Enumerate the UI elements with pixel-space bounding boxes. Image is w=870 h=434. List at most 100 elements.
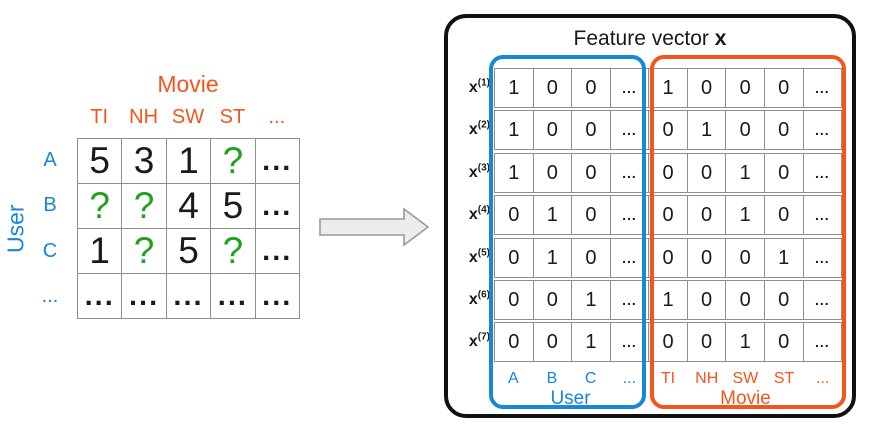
rating-cell: 4	[166, 184, 212, 229]
feature-cell: 0	[648, 239, 687, 277]
feature-cell: ...	[609, 111, 649, 149]
movie-axis-label: Movie	[157, 71, 219, 97]
user-axis-label: User	[2, 204, 29, 253]
feature-cell: ...	[609, 323, 649, 361]
movie-column-label: NH	[695, 370, 719, 387]
rating-cell: ...	[255, 274, 300, 319]
feature-vector-row-label: x(3)	[468, 162, 490, 181]
feature-cell: 0	[648, 196, 687, 234]
rating-cell: ?	[211, 139, 256, 184]
feature-cell: ...	[609, 281, 649, 319]
feature-cell: ...	[802, 281, 842, 319]
rating-cell: ?	[122, 184, 167, 229]
feature-vector-row: 0 1 0 ... 0 0 1 0 ...	[494, 195, 842, 235]
feature-cell: 0	[532, 154, 572, 192]
user-row-label: C	[42, 239, 58, 262]
user-row-label: B	[43, 194, 57, 217]
movie-column-label: TI	[660, 370, 676, 387]
feature-vector-row: 0 0 1 ... 1 0 0 0 ...	[494, 280, 842, 320]
feature-cell: ...	[609, 154, 649, 192]
feature-cell: 1	[571, 323, 610, 361]
feature-cell: 0	[571, 111, 610, 149]
feature-cell: 1	[508, 76, 520, 99]
feature-cell: 1	[532, 239, 572, 277]
feature-cell: 0	[725, 281, 764, 319]
rating-cell: ?	[211, 229, 256, 274]
feature-cell: ...	[609, 196, 649, 234]
feature-cell: 0	[763, 111, 803, 149]
feature-cell: 0	[508, 246, 520, 269]
movie-column-headers: TI NH SW ST ...	[77, 106, 299, 129]
feature-cell: 0	[763, 196, 803, 234]
feature-vector-row-label: x(1)	[468, 77, 490, 96]
feature-cell: 1	[571, 281, 610, 319]
feature-cell: ...	[802, 111, 842, 149]
movie-column-label: ST	[773, 370, 795, 387]
movie-column-header: ST	[219, 106, 246, 128]
feature-cell: 1	[508, 118, 520, 141]
feature-cell: 0	[571, 69, 610, 107]
rating-cell: ...	[255, 229, 300, 274]
feature-cell: 0	[763, 69, 803, 107]
rating-cell: ...	[78, 274, 123, 319]
feature-cell: 0	[571, 154, 610, 192]
feature-cell: 0	[763, 154, 803, 192]
feature-vector-row: 1 0 0 ... 0 1 0 0 ...	[494, 110, 842, 150]
feature-cell: ...	[802, 323, 842, 361]
rating-matrix-grid: 5 3 1 ? ... ? ? 4 5 ... 1 ? 5 ? ... ... …	[77, 138, 300, 319]
rating-cell: ...	[122, 274, 167, 319]
feature-cell: 0	[763, 281, 803, 319]
feature-cell: 0	[763, 323, 803, 361]
feature-cell: 1	[648, 281, 687, 319]
feature-cell: 1	[725, 154, 764, 192]
feature-cell: ...	[609, 69, 649, 107]
feature-vector-row-label: x(7)	[468, 331, 490, 350]
feature-cell: 0	[648, 111, 687, 149]
feature-cell: 1	[508, 161, 520, 184]
feature-cell: 0	[686, 239, 726, 277]
feature-cell: 0	[508, 330, 520, 353]
feature-vector-row: 0 1 0 ... 0 0 0 1 ...	[494, 238, 842, 278]
user-column-label: A	[508, 370, 519, 387]
feature-vector-row-label: x(4)	[468, 204, 490, 223]
feature-vector-row-label: x(6)	[468, 289, 490, 308]
movie-group-label: Movie	[720, 388, 771, 409]
movie-column-header: SW	[171, 106, 205, 128]
feature-cell: 1	[725, 196, 764, 234]
feature-vector-row: 1 0 0 ... 0 0 1 0 ...	[494, 153, 842, 193]
feature-cell: 0	[532, 281, 572, 319]
rating-cell: ?	[78, 184, 123, 229]
rating-cell: ...	[255, 139, 300, 184]
rating-cell: ...	[255, 184, 300, 229]
feature-cell: ...	[802, 239, 842, 277]
feature-cell: 0	[571, 196, 610, 234]
feature-cell: 0	[686, 196, 726, 234]
user-group-label: User	[550, 388, 591, 409]
feature-cell: 1	[686, 111, 726, 149]
feature-cell: 1	[648, 69, 687, 107]
feature-cell: 0	[532, 111, 572, 149]
rating-cell: ...	[211, 274, 256, 319]
feature-cell: 0	[725, 111, 764, 149]
user-column-label: C	[584, 370, 597, 387]
feature-vector-row: 0 0 1 ... 0 0 1 0 ...	[494, 322, 842, 362]
feature-cell: ...	[802, 196, 842, 234]
feature-cell: 0	[686, 154, 726, 192]
feature-vector-title: Feature vector x	[448, 27, 852, 51]
feature-vector-row-label: x(5)	[468, 247, 490, 266]
user-row-label: A	[43, 149, 57, 172]
feature-cell: 0	[532, 323, 572, 361]
movie-column-header: NH	[129, 106, 159, 128]
feature-cell: ...	[802, 69, 842, 107]
feature-cell: 0	[725, 239, 764, 277]
rating-cell: ?	[122, 229, 167, 274]
feature-cell: 1	[763, 239, 803, 277]
feature-cell: 0	[686, 323, 726, 361]
feature-cell: ...	[802, 154, 842, 192]
user-row-labels: A B C ...	[33, 138, 67, 319]
feature-vector-row-label: x(2)	[468, 119, 490, 138]
feature-cell: 1	[532, 196, 572, 234]
rating-cell: 3	[122, 139, 167, 184]
rating-cell: ...	[166, 274, 212, 319]
